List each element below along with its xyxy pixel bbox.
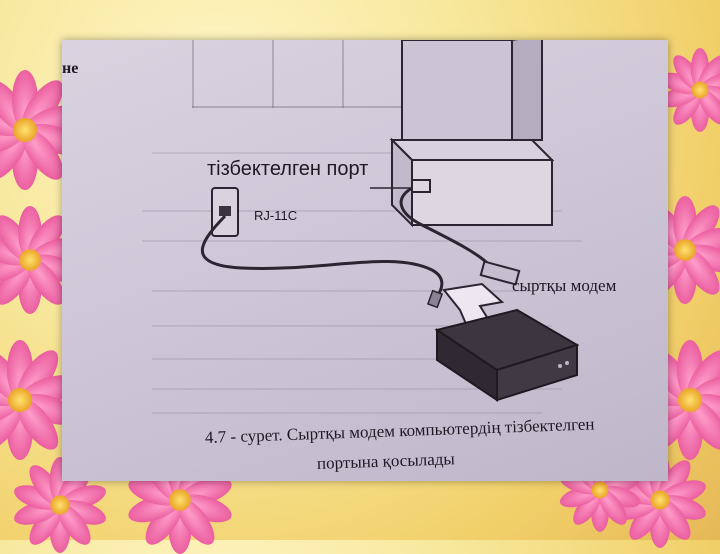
table-line bbox=[192, 106, 402, 108]
serial-port-label: тізбектелген порт bbox=[207, 158, 369, 180]
corner-text: не bbox=[62, 60, 79, 77]
faint-line bbox=[152, 290, 532, 292]
faint-line bbox=[142, 240, 582, 242]
faint-line bbox=[152, 325, 552, 327]
book-photo: не bbox=[62, 40, 668, 481]
table-line bbox=[192, 40, 194, 108]
faint-line bbox=[152, 388, 562, 390]
table-line bbox=[272, 40, 274, 108]
computer-case-icon bbox=[370, 137, 555, 228]
faint-line bbox=[152, 152, 482, 154]
external-modem-label: сыртқы модем bbox=[512, 276, 617, 295]
wall-jack-icon bbox=[211, 187, 239, 237]
modem-illustration bbox=[200, 40, 580, 402]
table-line bbox=[342, 40, 344, 108]
faint-line bbox=[152, 412, 542, 414]
faint-line bbox=[152, 358, 572, 360]
faint-line bbox=[142, 210, 562, 212]
modem-icon bbox=[434, 308, 580, 402]
rj11-label: RJ-11C bbox=[254, 208, 298, 223]
monitor-icon bbox=[401, 40, 543, 141]
